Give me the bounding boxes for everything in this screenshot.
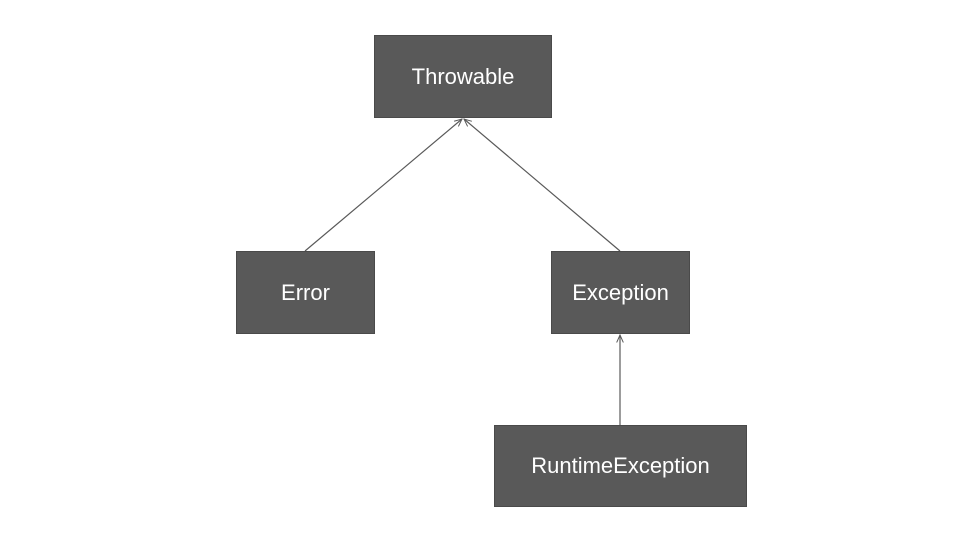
edge-exception-to-throwable	[464, 119, 621, 252]
node-throwable: Throwable	[374, 35, 552, 118]
edge-error-to-throwable	[304, 119, 462, 252]
node-runtimeexception-label: RuntimeException	[531, 453, 710, 478]
node-exception: Exception	[551, 251, 690, 334]
node-runtimeexception: RuntimeException	[494, 425, 747, 507]
node-error: Error	[236, 251, 375, 334]
node-exception-label: Exception	[572, 279, 669, 305]
node-throwable-label: Throwable	[411, 63, 515, 89]
node-error-label: Error	[281, 279, 330, 305]
